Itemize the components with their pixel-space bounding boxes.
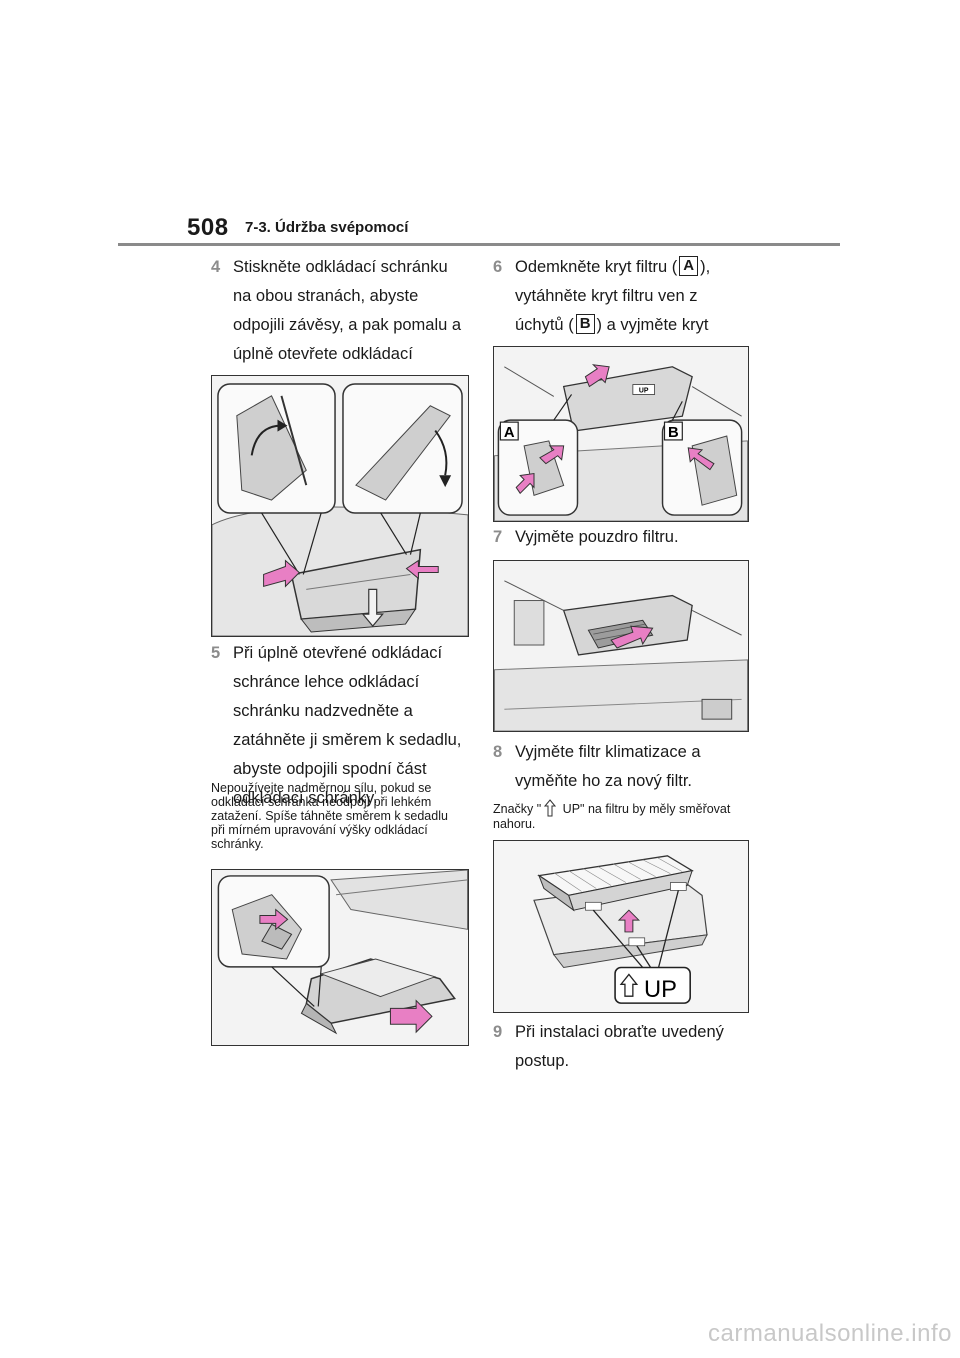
step-9: 9 Při instalaci obraťte uvedený postup.: [493, 1018, 745, 1076]
up-callout-label: UP: [644, 977, 677, 1003]
step-text: Vyjměte pouzdro filtru.: [515, 528, 679, 546]
note-text-b: UP" na filtru by měly směřovat nahoru.: [493, 802, 731, 831]
step-8: 8 Vyjměte filtr klimatizace a vyměňte ho…: [493, 738, 745, 796]
glovebox-lift-illustration: [212, 870, 468, 1045]
filter-cover-illustration: UP A B: [494, 347, 748, 521]
callout-b-tag: B: [668, 425, 679, 441]
up-arrow-icon: [544, 799, 557, 817]
callout-label-b: B: [575, 314, 595, 334]
step-number: 7: [493, 528, 503, 546]
filter-cover-figure: UP A B: [493, 346, 749, 522]
glovebox-press-sides-figure: [211, 375, 469, 637]
step-text: Při instalaci obraťte uvedený postup.: [515, 1023, 724, 1070]
filter-case-illustration: [494, 561, 748, 731]
step-8-note: Značky " UP" na filtru by měly směřovat …: [493, 799, 745, 831]
callout-label-a: A: [679, 256, 699, 276]
step-6-text-b: ), vytáhněte kryt filtru ven z úchytů (: [515, 258, 711, 334]
step-number: 4: [211, 258, 221, 276]
step-5-note: Nepoužívejte nadměrnou sílu, pokud se od…: [211, 781, 448, 851]
page-number: 508: [187, 214, 229, 241]
step-6-text-a: Odemkněte kryt filtru (: [515, 258, 678, 276]
step-number: 6: [493, 258, 503, 276]
glovebox-press-illustration: [212, 376, 468, 636]
header-rule: [118, 243, 840, 246]
step-5: 5 Při úplně otevřené odkládací schránce …: [211, 639, 471, 813]
filter-case-figure: [493, 560, 749, 732]
callout-a-tag: A: [504, 425, 515, 441]
ac-filter-illustration: UP: [494, 841, 748, 1012]
step-number: 5: [211, 644, 221, 662]
step-number: 9: [493, 1023, 503, 1041]
ac-filter-figure: UP: [493, 840, 749, 1013]
step-text: Vyjměte filtr klimatizace a vyměňte ho z…: [515, 743, 701, 790]
step-7: 7 Vyjměte pouzdro filtru.: [493, 523, 745, 552]
note-text-a: Značky ": [493, 802, 542, 816]
watermark-link[interactable]: carmanualsonline.info: [708, 1320, 952, 1347]
step-6: 6 Odemkněte kryt filtru (A), vytáhněte k…: [493, 253, 745, 369]
section-title: 7-3. Údržba svépomocí: [245, 219, 409, 236]
step-text: Při úplně otevřené odkládací schránce le…: [233, 644, 462, 807]
step-text: Odemkněte kryt filtru (A), vytáhněte kry…: [493, 253, 745, 369]
filter-cover-up-mark: UP: [639, 387, 649, 394]
glovebox-lift-pull-figure: [211, 869, 469, 1046]
step-number: 8: [493, 743, 503, 761]
